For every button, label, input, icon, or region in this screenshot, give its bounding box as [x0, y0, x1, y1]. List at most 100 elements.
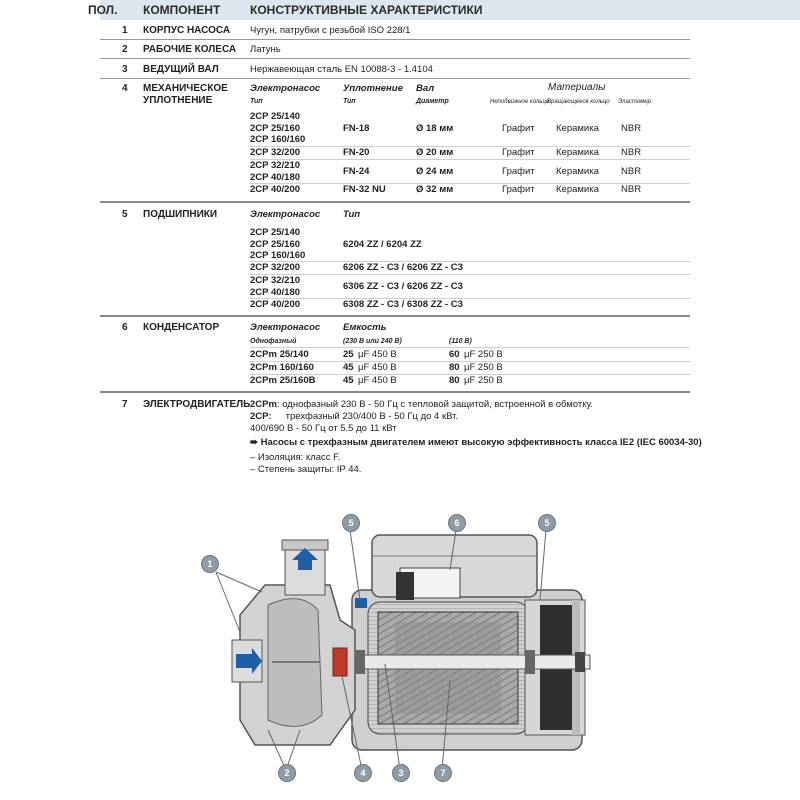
r4-group-diameter: Ø 18 мм: [416, 123, 454, 134]
r6-sub-voltage-1: (230 В или 240 В): [343, 338, 402, 345]
r4-head-seal: Уплотнение: [343, 83, 403, 94]
r6-head-pump: Электронасос: [250, 322, 321, 333]
r4-group-m3: NBR: [621, 147, 642, 158]
row3-value: Нержавеющая сталь EN 10088-3 - 1.4104: [250, 64, 433, 75]
r5-group-type: 6206 ZZ - C3 / 6206 ZZ - C3: [343, 262, 463, 273]
row2-value: Латунь: [250, 44, 281, 55]
r5-group-pumps: 2CP 25/140 2CP 25/160 2CP 160/160: [250, 227, 306, 261]
r7-efficiency-note: ➠ Насосы с трехфазным двигателем имеют в…: [250, 437, 702, 448]
r4-group-m2: Керамика: [556, 147, 599, 158]
row4-name-1: МЕХАНИЧЕСКОЕ: [143, 83, 228, 94]
r7-line1-text: : однофазный 230 В - 50 Гц с тепловой за…: [276, 399, 593, 410]
r4-sub-diameter: Диаметр: [416, 98, 449, 105]
subdivider: [250, 298, 690, 299]
row5-num: 5: [122, 209, 128, 220]
r4-group-m1: Графит: [502, 147, 535, 158]
r6-item-pump: 2CPm 25/140: [250, 349, 309, 360]
r4-group-m1: Графит: [502, 166, 535, 177]
outlet-arrow: [292, 548, 318, 570]
r4-group-m2: Керамика: [556, 123, 599, 134]
r4-sub-type2: Тип: [343, 98, 356, 105]
r4-sub-elastomer: Эластомер: [618, 99, 651, 105]
r4-group-pumps: 2CP 32/210 2CP 40/180: [250, 160, 301, 183]
r4-group-m1: Графит: [502, 184, 535, 195]
subdivider: [250, 347, 690, 348]
r4-group-pumps: 2CP 32/200: [250, 147, 301, 158]
r7-insulation: – Изоляция: класс F.: [250, 452, 341, 463]
row7-name: ЭЛЕКТРОДВИГАТЕЛЬ: [143, 399, 251, 410]
callout-5: 5: [342, 514, 360, 532]
r7-line2-model: 2CP:: [250, 411, 272, 422]
divider: [100, 391, 690, 393]
r4-sub-type: Тип: [250, 98, 263, 105]
row6-num: 6: [122, 322, 128, 333]
inlet-arrow: [236, 648, 262, 674]
r6-sub-voltage-2: (110 В): [449, 338, 472, 345]
r4-group-m3: NBR: [621, 123, 642, 134]
r4-group-seal: FN-20: [343, 147, 370, 158]
subdivider: [250, 183, 690, 184]
mechanical-seal: [332, 647, 348, 677]
r5-group-pumps: 2CP 40/200: [250, 299, 301, 310]
row2-name: РАБОЧИЕ КОЛЕСА: [143, 44, 237, 55]
capacitor-clip: [396, 572, 414, 600]
divider: [100, 58, 690, 59]
subdivider: [250, 146, 690, 147]
row2-num: 2: [122, 44, 128, 55]
r4-group-seal: FN-18: [343, 123, 370, 134]
r4-group-pumps: 2CP 40/200: [250, 184, 301, 195]
row1-num: 1: [122, 25, 128, 36]
r5-head-pump: Электронасос: [250, 209, 321, 220]
row7-num: 7: [122, 399, 128, 410]
r4-group-m3: NBR: [621, 166, 642, 177]
divider: [100, 201, 690, 203]
subdivider: [250, 274, 690, 275]
r6-sub-single-phase: Однофазный: [250, 338, 297, 345]
r4-group-m1: Графит: [502, 123, 535, 134]
subdivider: [250, 374, 690, 375]
subdivider: [250, 361, 690, 362]
r6-item-cap2: 80: [449, 375, 460, 386]
row1-value: Чугун, патрубки с резьбой ISO 228/1: [250, 25, 411, 36]
r5-group-type: 6308 ZZ - C3 / 6308 ZZ - C3: [343, 299, 463, 310]
leader-lines: [215, 529, 547, 771]
callout-5: 5: [538, 514, 556, 532]
r6-item-unit1: μF 450 В: [358, 375, 397, 386]
row6-name: КОНДЕНСАТОР: [143, 322, 220, 333]
divider: [100, 78, 690, 79]
r4-sub-fixed-ring: Неподвижное кольцо: [490, 99, 550, 105]
r6-item-unit2: μF 250 В: [464, 349, 503, 360]
r4-head-pump: Электронасос: [250, 83, 321, 94]
r7-line1-model: 2CPm: [250, 399, 277, 410]
row1-name: КОРПУС НАСОСА: [143, 25, 231, 36]
subdivider: [250, 261, 690, 262]
r5-group-type: 6306 ZZ - C3 / 6206 ZZ - C3: [343, 281, 463, 292]
bearing-front: [355, 650, 365, 674]
r7-line1: 2CPm: однофазный 230 В - 50 Гц с теплово…: [250, 399, 593, 410]
r6-item-cap2: 80: [449, 362, 460, 373]
r5-head-type: Тип: [343, 209, 361, 220]
row3-num: 3: [122, 64, 128, 75]
r4-group-diameter: Ø 32 мм: [416, 184, 454, 195]
r6-item-unit1: μF 450 В: [358, 349, 397, 360]
r4-group-diameter: Ø 24 мм: [416, 166, 454, 177]
r6-item-cap1: 25: [343, 349, 354, 360]
r5-group-pumps: 2CP 32/210 2CP 40/180: [250, 275, 301, 298]
row3-name: ВЕДУЩИЙ ВАЛ: [143, 64, 219, 75]
row4-name-2: УПЛОТНЕНИЕ: [143, 95, 213, 106]
callout-2: 2: [278, 764, 296, 782]
r4-group-m3: NBR: [621, 184, 642, 195]
callout-3: 3: [392, 764, 410, 782]
col-component-header: КОМПОНЕНТ: [143, 3, 221, 17]
r7-line2: 2CP:трехфазный 230/400 В - 50 Гц до 4 кВ…: [250, 411, 458, 422]
r5-group-type: 6204 ZZ / 6204 ZZ: [343, 239, 422, 250]
r6-head-capacity: Емкость: [343, 322, 387, 333]
r4-group-m2: Керамика: [556, 184, 599, 195]
r4-group-diameter: Ø 20 мм: [416, 147, 454, 158]
subdivider: [250, 159, 690, 160]
header-bar: [100, 0, 800, 20]
callout-4: 4: [354, 764, 372, 782]
r4-head-shaft: Вал: [416, 83, 435, 94]
divider: [100, 39, 690, 40]
